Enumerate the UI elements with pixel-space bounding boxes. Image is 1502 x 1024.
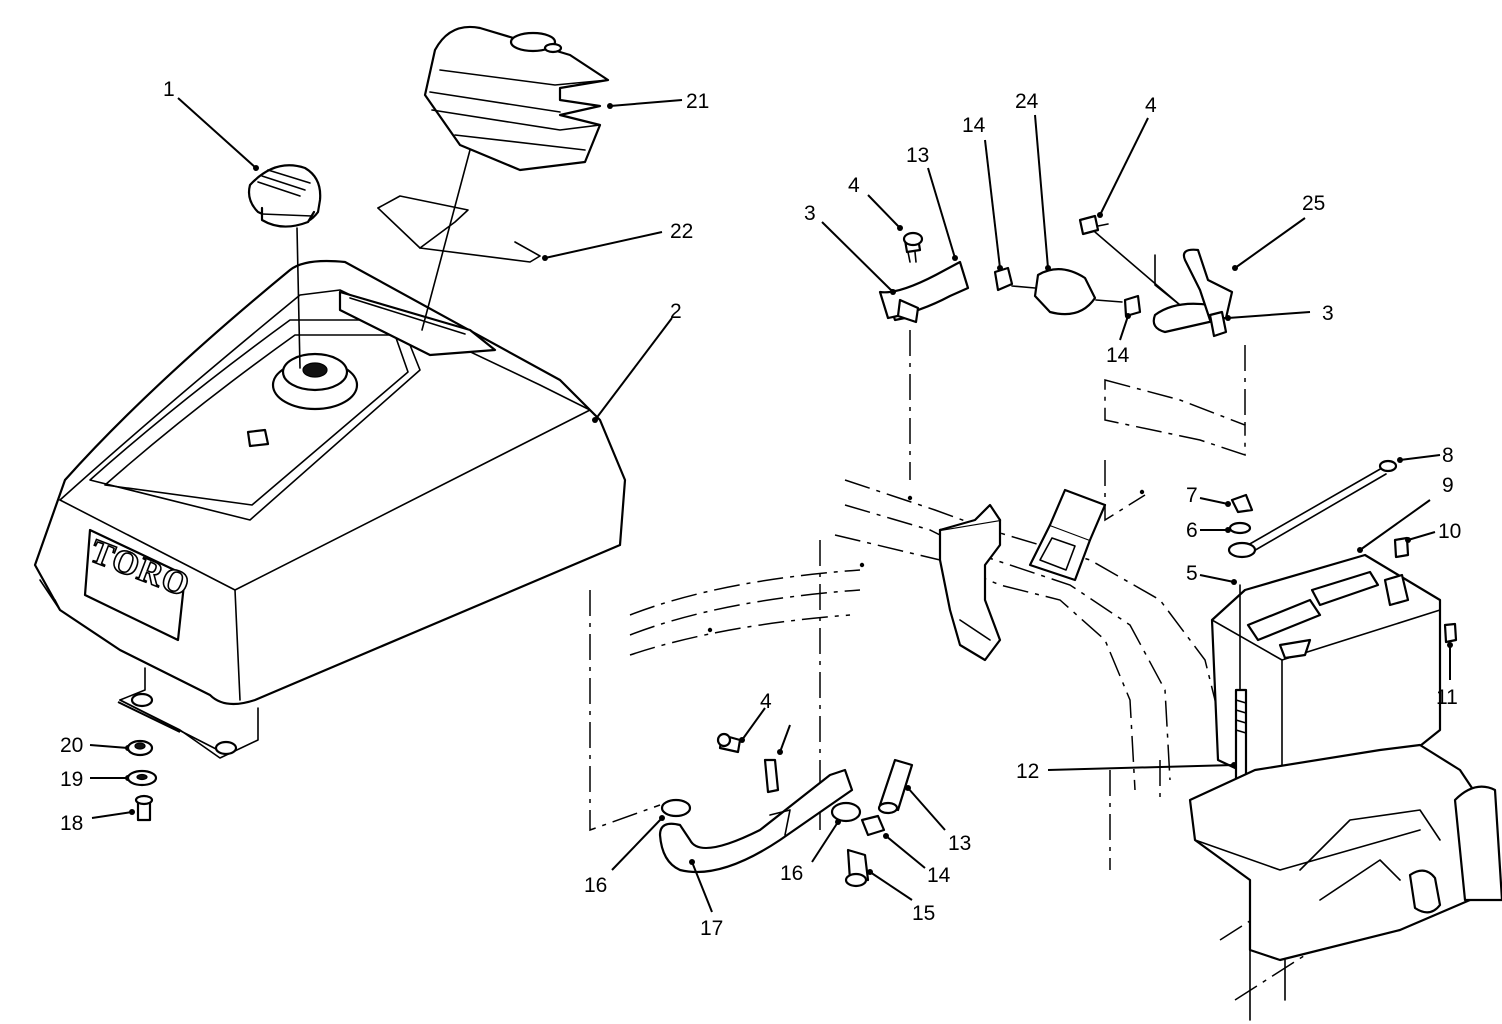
callout-9: 9 [1442, 474, 1454, 497]
callout-17: 17 [700, 917, 723, 940]
callout-13a: 13 [906, 144, 929, 167]
callout-labels: 1 2 3 3 4 4 4 5 6 7 8 9 10 11 12 13 13 1… [60, 78, 1461, 940]
callout-5: 5 [1186, 562, 1198, 585]
battery-tray [1188, 743, 1502, 1021]
callout-1: 1 [163, 78, 175, 101]
callout-4c: 4 [760, 690, 772, 713]
callout-4a: 4 [848, 174, 860, 197]
callout-14a: 14 [962, 114, 986, 137]
callout-3a: 3 [804, 202, 816, 225]
callout-20: 20 [60, 734, 83, 757]
battery [1210, 536, 1442, 792]
callout-16a: 16 [584, 874, 607, 897]
callout-25: 25 [1302, 192, 1325, 215]
callout-leaders [89, 97, 1453, 913]
callout-10: 10 [1438, 520, 1461, 543]
callout-11: 11 [1436, 686, 1458, 709]
callout-15: 15 [912, 902, 935, 925]
callout-18: 18 [60, 812, 83, 835]
callout-22: 22 [670, 220, 693, 243]
filler-boot [423, 25, 610, 172]
callout-6: 6 [1186, 519, 1198, 542]
callout-16b: 16 [780, 862, 803, 885]
callout-2: 2 [670, 300, 682, 323]
callout-14b: 14 [1106, 344, 1130, 367]
callout-13b: 13 [948, 832, 971, 855]
callout-12: 12 [1016, 760, 1039, 783]
callout-14c: 14 [927, 864, 951, 887]
callout-19: 19 [60, 768, 83, 791]
callout-3b: 3 [1322, 302, 1334, 325]
fuel-line-assembly [878, 214, 1234, 338]
frame-crossmember [938, 488, 1107, 662]
callout-21: 21 [686, 90, 709, 113]
callout-7: 7 [1186, 484, 1198, 507]
fuel-line-lower [658, 732, 914, 888]
fuel-tank: TORO [33, 259, 627, 706]
tank-mount-phantom [117, 667, 259, 759]
fuel-cap [247, 164, 322, 228]
callout-8: 8 [1442, 444, 1454, 467]
callout-4b: 4 [1145, 94, 1157, 117]
callout-24: 24 [1015, 90, 1039, 113]
retainer-clip [377, 195, 541, 263]
